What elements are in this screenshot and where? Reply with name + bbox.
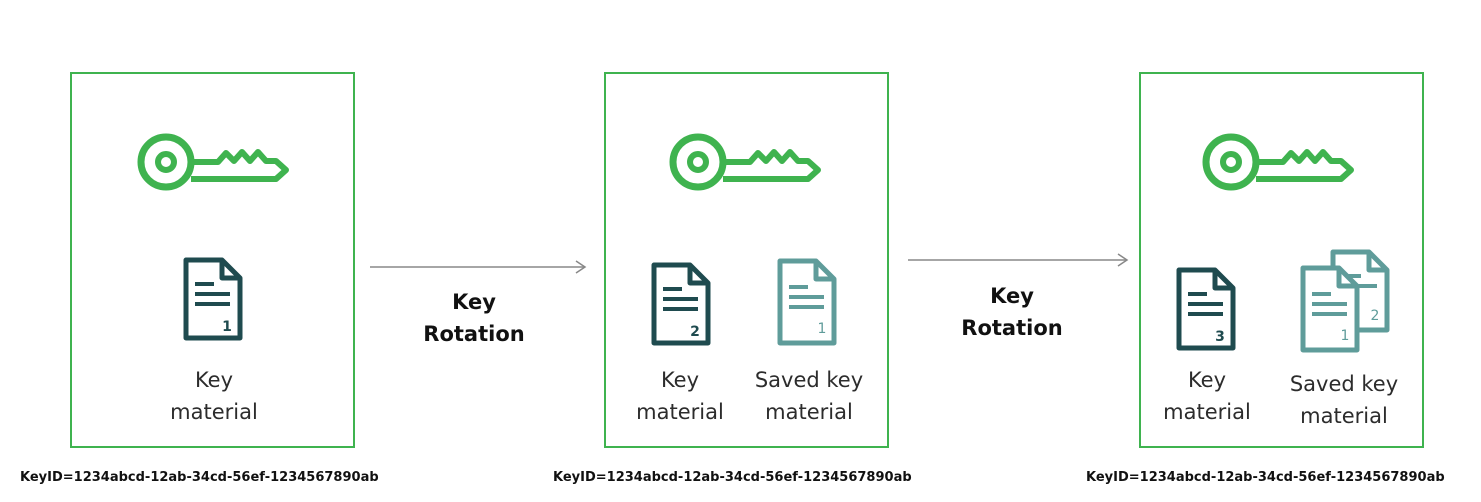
key-material-label: Key material <box>636 368 724 424</box>
stage-1-panel: 1 Key material <box>70 72 355 448</box>
saved-key-number: 1 <box>1341 328 1350 344</box>
key-id-label-2: KeyID=1234abcd-12ab-34cd-56ef-1234567890… <box>553 470 912 485</box>
key-material-number: 3 <box>1215 329 1225 345</box>
key-icon <box>1202 133 1354 191</box>
key-material-label: Key material <box>1163 368 1251 424</box>
saved-key-document-icon: 1 <box>776 257 838 347</box>
arrow-right-icon <box>370 260 587 274</box>
arrow-right-icon <box>908 253 1129 267</box>
key-icon <box>669 133 821 191</box>
stage-3-panel: 3 2 1 Key material <box>1139 72 1424 448</box>
key-material-number: 1 <box>222 319 232 335</box>
saved-key-number: 2 <box>1371 308 1380 324</box>
key-material-number: 2 <box>690 324 700 340</box>
key-rotation-label-1: Key Rotation <box>423 290 525 346</box>
key-rotation-label-2: Key Rotation <box>961 284 1063 340</box>
key-icon <box>137 133 289 191</box>
key-material-document-icon: 2 <box>650 261 712 347</box>
saved-key-number: 1 <box>818 321 827 337</box>
saved-key-document-icon: 1 <box>1299 264 1361 354</box>
stage-2-panel: 2 1 Key material Saved key material <box>604 72 889 448</box>
key-material-document-icon: 1 <box>182 256 244 342</box>
key-id-label-1: KeyID=1234abcd-12ab-34cd-56ef-1234567890… <box>20 470 379 485</box>
key-material-document-icon: 3 <box>1175 266 1237 352</box>
key-material-label: Key material <box>170 368 258 424</box>
saved-key-material-label: Saved key material <box>754 368 864 424</box>
saved-key-material-label: Saved key material <box>1289 372 1399 428</box>
key-id-label-3: KeyID=1234abcd-12ab-34cd-56ef-1234567890… <box>1086 470 1445 485</box>
